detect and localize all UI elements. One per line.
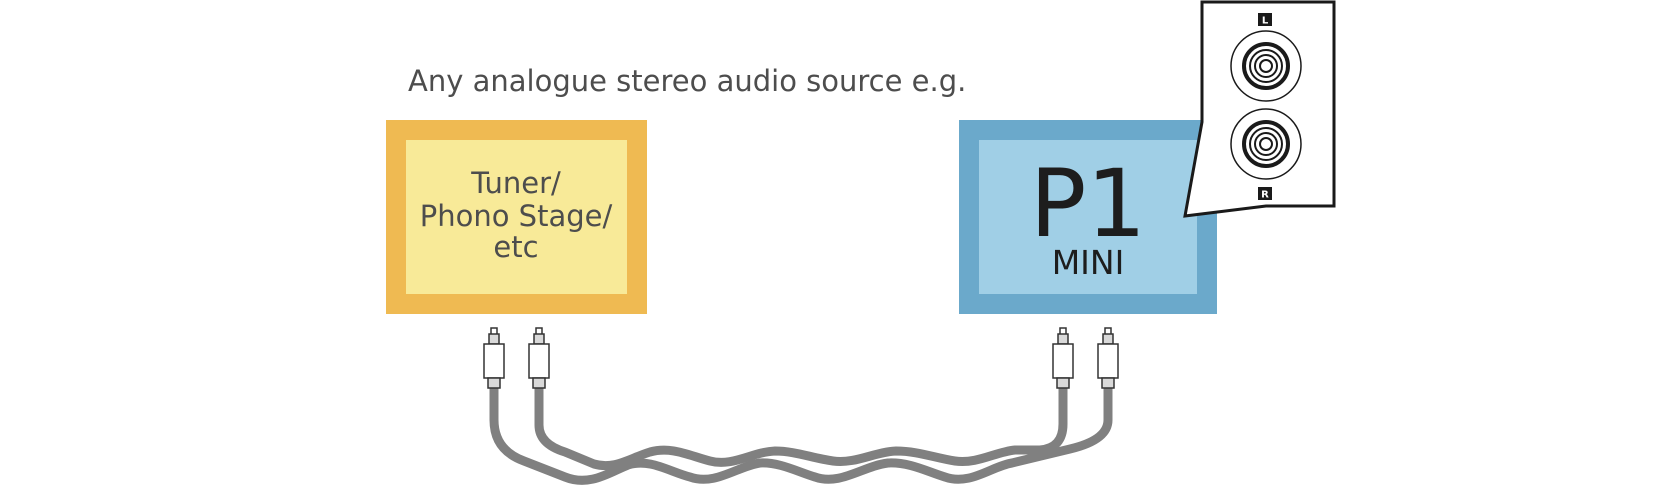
left-channel-label: L [1262,16,1269,27]
target-device: P1 MINI [959,120,1217,314]
diagram-caption: Any analogue stereo audio source e.g. [408,64,966,98]
source-left-rca-plug [483,327,505,389]
left-channel-badge [1258,13,1272,26]
rear-panel-callout: L R [1183,0,1336,218]
stereo-rca-cable [483,327,1119,485]
target-device-name: P1 [1030,150,1147,259]
source-label-line-2: Phono Stage/ [420,199,613,233]
cable-right-channel [534,381,1068,470]
cable-left-channel [489,381,1113,485]
target-right-rca-plug [1097,327,1119,389]
source-device: Tuner/ Phono Stage/ etc [386,120,647,314]
source-label-line-1: Tuner/ [470,166,561,200]
right-channel-badge [1258,187,1272,200]
target-device-panel [979,140,1197,294]
source-label-line-3: etc [493,230,538,264]
left-rca-socket [1230,30,1302,102]
target-left-rca-plug [1052,327,1074,389]
target-device-subtitle: MINI [1052,243,1125,282]
right-channel-label: R [1261,190,1269,201]
source-device-panel [406,140,627,294]
right-rca-socket [1230,108,1302,180]
source-right-rca-plug [528,327,550,389]
